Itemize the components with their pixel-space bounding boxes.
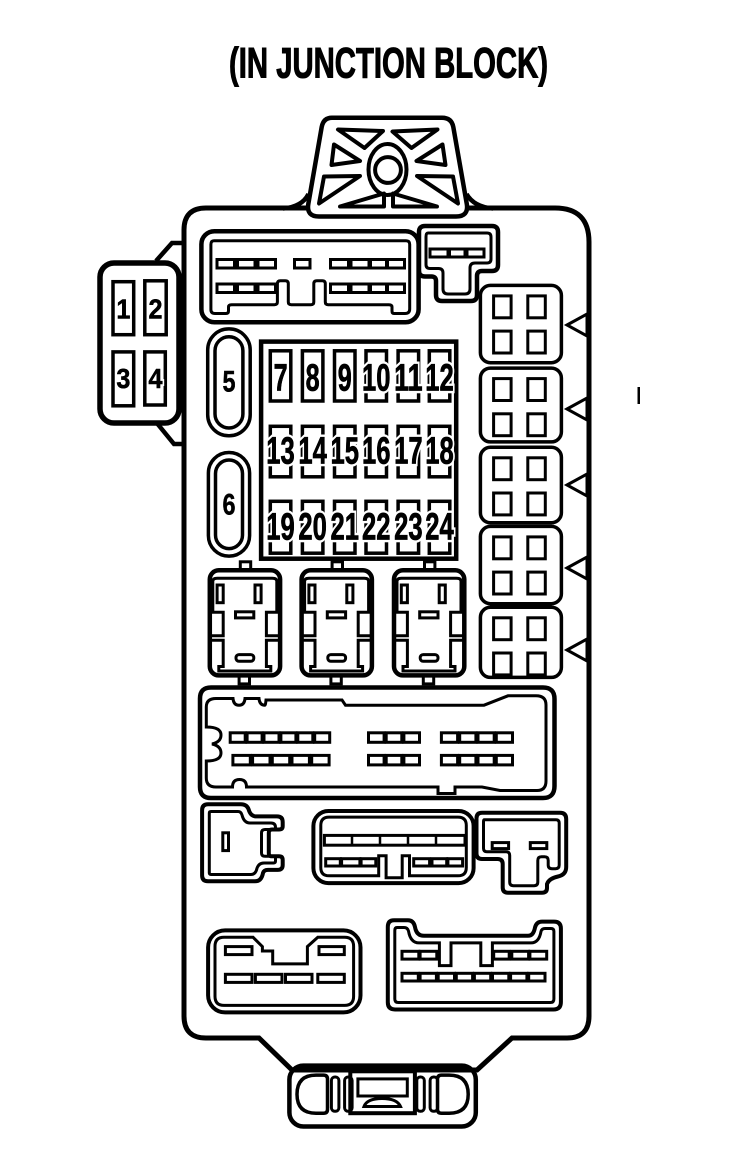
svg-text:1: 1 — [116, 294, 130, 325]
svg-text:10: 10 — [362, 358, 391, 400]
svg-text:18: 18 — [425, 431, 454, 473]
svg-text:21: 21 — [331, 507, 360, 549]
svg-text:23: 23 — [394, 507, 423, 549]
svg-text:17: 17 — [394, 431, 423, 473]
svg-text:3: 3 — [116, 363, 130, 394]
svg-text:22: 22 — [362, 507, 391, 549]
svg-text:(IN JUNCTION BLOCK): (IN JUNCTION BLOCK) — [229, 40, 548, 88]
svg-text:18: 18 — [425, 431, 454, 473]
svg-text:16: 16 — [362, 431, 391, 473]
svg-text:6: 6 — [223, 489, 236, 522]
svg-text:4: 4 — [149, 363, 163, 394]
svg-text:7: 7 — [274, 358, 288, 400]
svg-text:9: 9 — [338, 358, 352, 400]
svg-text:2: 2 — [149, 294, 163, 325]
svg-text:17: 17 — [394, 431, 423, 473]
svg-text:9: 9 — [338, 358, 352, 400]
svg-text:16: 16 — [362, 431, 391, 473]
svg-text:11: 11 — [394, 358, 423, 400]
svg-text:14: 14 — [298, 431, 327, 473]
svg-text:5: 5 — [223, 366, 236, 399]
svg-text:3: 3 — [116, 363, 130, 394]
svg-text:22: 22 — [362, 507, 391, 549]
svg-text:20: 20 — [298, 507, 327, 549]
svg-text:20: 20 — [298, 507, 327, 549]
svg-text:24: 24 — [425, 507, 454, 549]
svg-text:15: 15 — [331, 431, 360, 473]
svg-text:4: 4 — [149, 363, 163, 394]
svg-text:23: 23 — [394, 507, 423, 549]
svg-text:19: 19 — [266, 507, 295, 549]
svg-text:8: 8 — [306, 358, 320, 400]
svg-text:19: 19 — [266, 507, 295, 549]
svg-text:11: 11 — [394, 358, 423, 400]
svg-text:12: 12 — [425, 358, 454, 400]
svg-text:24: 24 — [425, 507, 454, 549]
svg-text:12: 12 — [425, 358, 454, 400]
svg-text:8: 8 — [306, 358, 320, 400]
svg-text:13: 13 — [266, 431, 295, 473]
svg-text:1: 1 — [116, 294, 130, 325]
svg-text:14: 14 — [298, 431, 327, 473]
svg-text:10: 10 — [362, 358, 391, 400]
svg-text:15: 15 — [331, 431, 360, 473]
svg-text:7: 7 — [274, 358, 288, 400]
svg-text:21: 21 — [331, 507, 360, 549]
svg-text:2: 2 — [149, 294, 163, 325]
svg-text:13: 13 — [266, 431, 295, 473]
